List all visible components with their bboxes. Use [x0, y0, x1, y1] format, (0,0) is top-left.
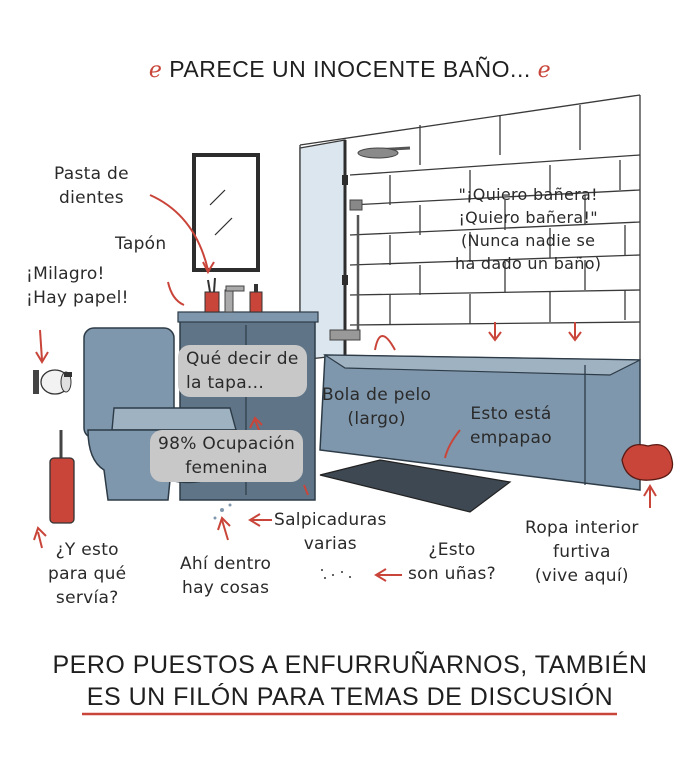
label-line: ¡Quiero bañera!"	[458, 208, 598, 227]
toilet	[83, 327, 237, 501]
splash-marks	[213, 503, 232, 520]
footer-line-2: ES UN FILÓN PARA TEMAS DE DISCUSIÓN	[86, 683, 614, 711]
label-line: Salpicaduras	[274, 510, 387, 530]
shower-screen	[299, 139, 411, 361]
bathtub	[319, 354, 641, 491]
underwear-icon	[621, 443, 674, 481]
label-line: Qué decir de	[186, 349, 299, 369]
label-line: Pasta de	[54, 164, 129, 184]
label-banera: "¡Quiero bañera! ¡Quiero bañera!" (Nunca…	[455, 183, 601, 275]
label-empapao: Esto está empapao	[470, 402, 552, 450]
brick-wall	[299, 94, 641, 360]
mirror	[192, 153, 260, 272]
label-line: "¡Quiero bañera!	[458, 185, 598, 204]
label-line: ha dado un baño)	[455, 254, 602, 273]
label-line: (vive aquí)	[534, 566, 629, 586]
toilet-paper-icon	[33, 369, 72, 395]
label-line: femenina	[185, 458, 268, 478]
label-line: 98% Ocupación	[158, 434, 296, 454]
nail-clippings	[321, 569, 351, 579]
label-salpicaduras: Salpicaduras varias	[274, 508, 387, 556]
label-tapon: Tapón	[115, 234, 167, 254]
label-pasta: Pasta de dientes	[54, 162, 129, 210]
label-ocupacion: 98% Ocupación femenina	[150, 430, 304, 482]
label-line: servía?	[55, 588, 119, 608]
label-ropa: Ropa interior furtiva (vive aquí)	[525, 516, 639, 588]
label-servia: ¿Y esto para qué servía?	[48, 538, 126, 610]
swirl-left-icon: ℯ	[148, 57, 163, 82]
pointer-arrows	[33, 194, 657, 582]
label-line: furtiva	[552, 542, 611, 562]
label-line: (largo)	[347, 409, 406, 429]
page-title: ℯ PARECE UN INOCENTE BAÑO... ℯ	[0, 56, 700, 83]
label-line: ¡Milagro!	[26, 264, 105, 284]
label-line: Esto está	[470, 404, 552, 424]
label-dentro: Ahí dentro hay cosas	[180, 552, 271, 600]
label-line: Ropa interior	[525, 518, 639, 538]
label-line: ¡Hay papel!	[26, 288, 129, 308]
label-line: (Nunca nadie se	[460, 231, 596, 250]
label-milagro: ¡Milagro! ¡Hay papel!	[26, 262, 129, 310]
label-line: varias	[303, 534, 357, 554]
label-line: ¿Y esto	[55, 540, 119, 560]
title-text: PARECE UN INOCENTE BAÑO...	[169, 56, 531, 82]
label-line: la tapa...	[186, 373, 265, 393]
footer-line-1: PERO PUESTOS A ENFURRUÑARNOS, TAMBIÉN	[52, 651, 648, 679]
label-line: dientes	[59, 188, 124, 208]
label-unas: ¿Esto son uñas?	[408, 538, 496, 586]
label-line: son uñas?	[408, 564, 496, 584]
label-line: para qué	[48, 564, 127, 584]
swirl-right-icon: ℯ	[537, 57, 552, 82]
label-line: Bola de pelo	[322, 385, 432, 405]
label-line: Ahí dentro	[180, 554, 272, 574]
label-line: empapao	[470, 428, 552, 448]
label-line: hay cosas	[182, 578, 270, 598]
label-tapa: Qué decir de la tapa...	[178, 345, 307, 397]
bath-mat	[319, 459, 512, 513]
label-bola: Bola de pelo (largo)	[322, 383, 431, 431]
label-line: ¿Esto	[428, 540, 476, 560]
toilet-brush-icon	[49, 430, 75, 524]
